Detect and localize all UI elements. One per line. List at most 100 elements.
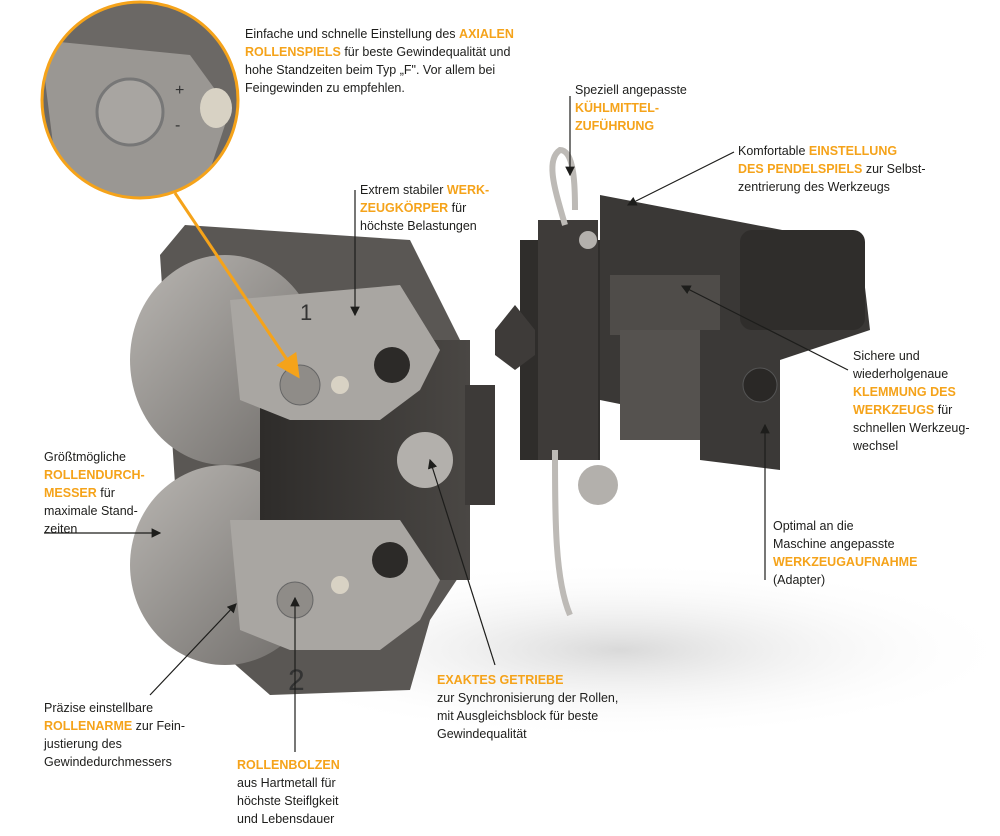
callout-line: WERKZEUGS für: [853, 401, 970, 419]
callout-line: ROLLENARME zur Fein-: [44, 717, 185, 735]
callout-text: mit Ausgleichsblock für beste: [437, 709, 599, 723]
svg-text:-: -: [175, 117, 180, 134]
leader-klemmung: [680, 285, 849, 371]
callout-text: Extrem stabiler: [360, 183, 447, 197]
callout-line: und Lebensdauer: [237, 810, 340, 828]
callout-line: Speziell angepasste: [575, 81, 687, 99]
callout-line: ZEUGKÖRPER für: [360, 199, 489, 217]
callout-text: Maschine angepasste: [773, 537, 895, 551]
callout-text: zur Selbst-: [862, 162, 926, 176]
highlight-term: DES PENDELSPIELS: [738, 162, 863, 176]
callout-text: Feingewinden zu empfehlen.: [245, 81, 405, 95]
callout-text: Sichere und: [853, 349, 920, 363]
highlight-term: EINSTELLUNG: [808, 144, 898, 158]
callout-line: Gewindedurchmessers: [44, 753, 185, 771]
highlight-term: MESSER: [44, 486, 97, 500]
highlight-term: KLEMMUNG DES: [853, 385, 956, 399]
callout-text: höchste Steiflgkeit: [237, 794, 339, 808]
callout-text: zeiten: [44, 522, 78, 536]
callout-line: KLEMMUNG DES: [853, 383, 970, 401]
callout-text: Speziell angepasste: [575, 83, 687, 97]
callout-getriebe: EXAKTES GETRIEBE zur Synchronisierung der…: [437, 671, 618, 743]
callout-text: Gewindequalität: [437, 727, 527, 741]
callout-line: DES PENDELSPIELS zur Selbst-: [738, 160, 926, 178]
callout-text: für beste Gewindequalität und: [340, 45, 511, 59]
callout-line: wiederholgenaue: [853, 365, 970, 383]
highlight-term: ROLLENARME: [44, 719, 133, 733]
tool-adapter: [495, 146, 870, 617]
callout-rollenbolzen: ROLLENBOLZEN aus Hartmetall für höchste St…: [237, 756, 340, 828]
callout-line: Feingewinden zu empfehlen.: [245, 79, 514, 97]
roll-marking-1: 1: [300, 300, 312, 325]
callout-line: maximale Stand-: [44, 502, 145, 520]
coolant-pipe: [552, 449, 573, 617]
highlight-term: WERKZEUGS: [853, 403, 935, 417]
callout-text: zur Synchronisierung der Rollen,: [437, 691, 619, 705]
highlight-term: ROLLENSPIELS: [245, 45, 341, 59]
callout-line: Optimal an die: [773, 517, 917, 535]
callout-text: hohe Standzeiten beim Typ „F". Vor allem…: [245, 63, 496, 77]
callout-line: wechsel: [853, 437, 970, 455]
highlight-term: ZUFÜHRUNG: [575, 119, 655, 133]
callout-text: justierung des: [44, 737, 122, 751]
callout-line: WERKZEUGAUFNAHME: [773, 553, 917, 571]
callout-line: zur Synchronisierung der Rollen,: [437, 689, 618, 707]
callout-text: für: [448, 201, 467, 215]
callout-line: Maschine angepasste: [773, 535, 917, 553]
highlight-term: ROLLENDURCH-: [44, 468, 145, 482]
callout-text: Präzise einstellbare: [44, 701, 154, 715]
callout-line: ROLLENBOLZEN: [237, 756, 340, 774]
leader-getriebe: [427, 458, 496, 666]
callout-text: zentrierung des Werkzeugs: [738, 180, 890, 194]
callout-line: Einfache und schnelle Einstellung des AX…: [245, 25, 514, 43]
svg-text:+: +: [175, 82, 184, 99]
callout-line: justierung des: [44, 735, 185, 753]
callout-text: wiederholgenaue: [853, 367, 949, 381]
roller-head: 1 2: [130, 225, 495, 697]
callout-text: Optimal an die: [773, 519, 854, 533]
callout-text: aus Hartmetall für: [237, 776, 336, 790]
callout-text: (Adapter): [773, 573, 826, 587]
callout-line: Gewindequalität: [437, 725, 618, 743]
callout-line: zentrierung des Werkzeugs: [738, 178, 926, 196]
callout-text: Größtmögliche: [44, 450, 126, 464]
callout-line: hohe Standzeiten beim Typ „F". Vor allem…: [245, 61, 514, 79]
callout-text: und Lebensdauer: [237, 812, 335, 826]
highlight-term: ZEUGKÖRPER: [360, 201, 449, 215]
callout-line: aus Hartmetall für: [237, 774, 340, 792]
callout-line: ROLLENSPIELS für beste Gewindequalität u…: [245, 43, 514, 61]
callout-text: wechsel: [853, 439, 899, 453]
callout-text: für: [96, 486, 115, 500]
callout-text: höchste Belastungen: [360, 219, 477, 233]
callout-line: mit Ausgleichsblock für beste: [437, 707, 618, 725]
detail-zoom-circle: + -: [40, 0, 240, 200]
callout-line: EXAKTES GETRIEBE: [437, 671, 618, 689]
callout-text: schnellen Werkzeug-: [853, 421, 970, 435]
highlight-term: ROLLENBOLZEN: [237, 758, 340, 772]
highlight-term: WERKZEUGAUFNAHME: [773, 555, 918, 569]
callout-line: Komfortable EINSTELLUNG: [738, 142, 926, 160]
highlight-term: AXIALEN: [459, 27, 514, 41]
callout-line: ZUFÜHRUNG: [575, 117, 687, 135]
callout-text: Komfortable: [738, 144, 809, 158]
callout-line: zeiten: [44, 520, 145, 538]
callout-text: für: [934, 403, 953, 417]
callout-text: zur Fein-: [132, 719, 185, 733]
callout-axiales-rollenspiel: Einfache und schnelle Einstellung des AX…: [245, 25, 514, 97]
callout-line: höchste Belastungen: [360, 217, 489, 235]
callout-line: Größtmögliche: [44, 448, 145, 466]
callout-line: MESSER für: [44, 484, 145, 502]
highlight-term: KÜHLMITTEL-: [575, 101, 660, 115]
leader-axiales-rollenspiel: [173, 192, 300, 379]
roll-marking-2: 2: [288, 664, 305, 697]
callout-line: (Adapter): [773, 571, 917, 589]
highlight-term: EXAKTES GETRIEBE: [437, 673, 564, 687]
